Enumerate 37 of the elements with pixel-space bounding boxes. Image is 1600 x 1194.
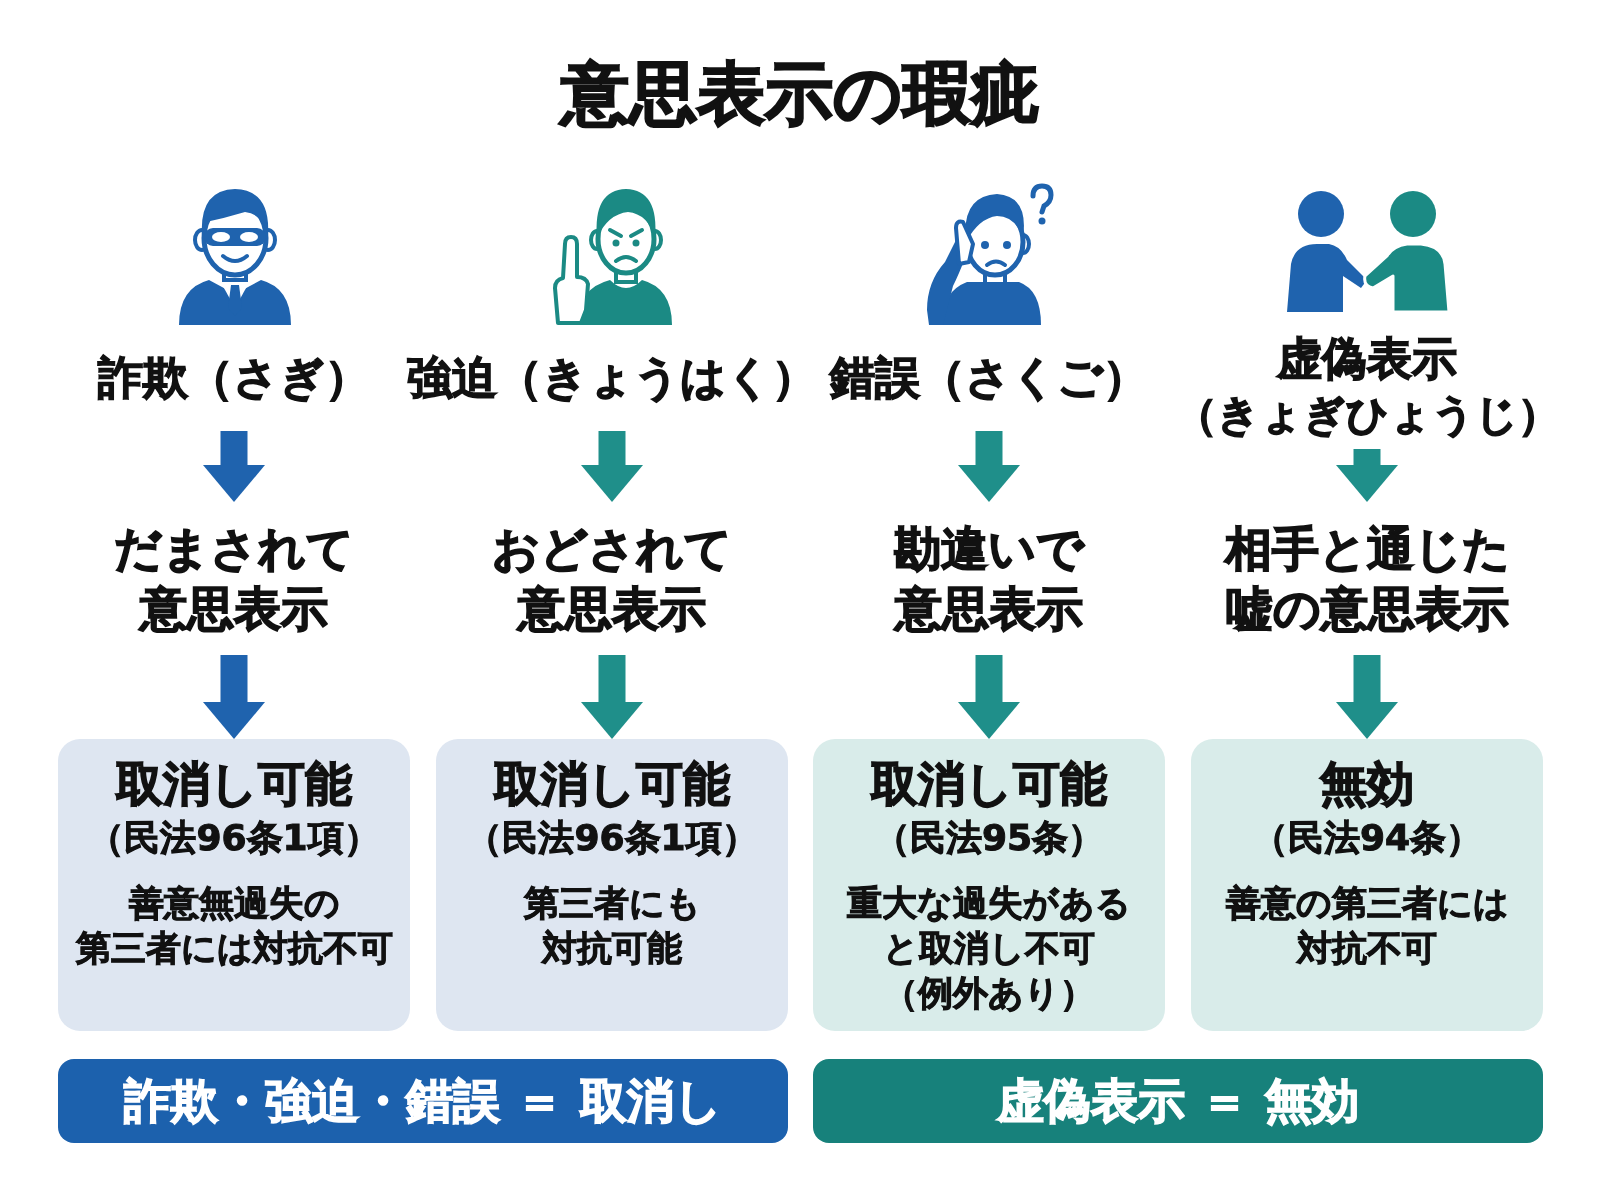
result-note: 善意の第三者には対抗不可	[1225, 882, 1509, 970]
term-heading: 詐欺（さぎ）	[98, 349, 370, 431]
banner-text: 詐欺・強迫・錯誤 ＝ 取消し	[124, 1072, 722, 1130]
banner-text: 虚偽表示 ＝ 無効	[997, 1072, 1359, 1130]
result-note: 重大な過失があると取消し不可（例外あり）	[847, 882, 1131, 1015]
result-heading: 取消し可能	[116, 755, 352, 813]
result-note: 第三者にも対抗可能	[523, 882, 701, 970]
description-text: 相手と通じた嘘の意思表示	[1224, 502, 1510, 655]
summary-banner	[813, 1059, 1543, 1143]
arrow	[203, 431, 265, 502]
result-card	[58, 739, 410, 1031]
description-text: おどされて意思表示	[492, 502, 732, 655]
description-text: 勘違いで意思表示	[894, 502, 1084, 655]
result-card	[1191, 739, 1543, 1031]
result-heading: 取消し可能	[871, 755, 1107, 813]
result-card	[436, 739, 788, 1031]
arrow	[1336, 449, 1398, 502]
result-note: 善意無過失の第三者には対抗不可	[75, 882, 393, 970]
arrow	[1336, 655, 1398, 739]
summary-banner	[58, 1059, 788, 1143]
result-heading: 取消し可能	[494, 755, 730, 813]
result-heading: 無効	[1320, 755, 1414, 813]
statute-reference: （民法96条1項）	[466, 816, 758, 860]
arrow	[958, 655, 1020, 739]
diagram-title: 意思表示の瑕疵	[561, 53, 1039, 135]
result-card	[813, 739, 1165, 1031]
statute-reference: （民法96条1項）	[88, 816, 380, 860]
term-heading: 虚偽表示 （きょぎひょうじ）	[1174, 330, 1560, 449]
description-text: だまされて意思表示	[114, 502, 354, 655]
arrow	[581, 655, 643, 739]
statute-reference: （民法94条）	[1251, 816, 1483, 860]
statute-reference: （民法95条）	[873, 816, 1105, 860]
arrow	[203, 655, 265, 739]
term-heading: 強迫（きょうはく）	[407, 349, 817, 431]
arrow	[958, 431, 1020, 502]
arrow	[581, 431, 643, 502]
term-heading: 錯誤（さくご）	[830, 349, 1148, 431]
